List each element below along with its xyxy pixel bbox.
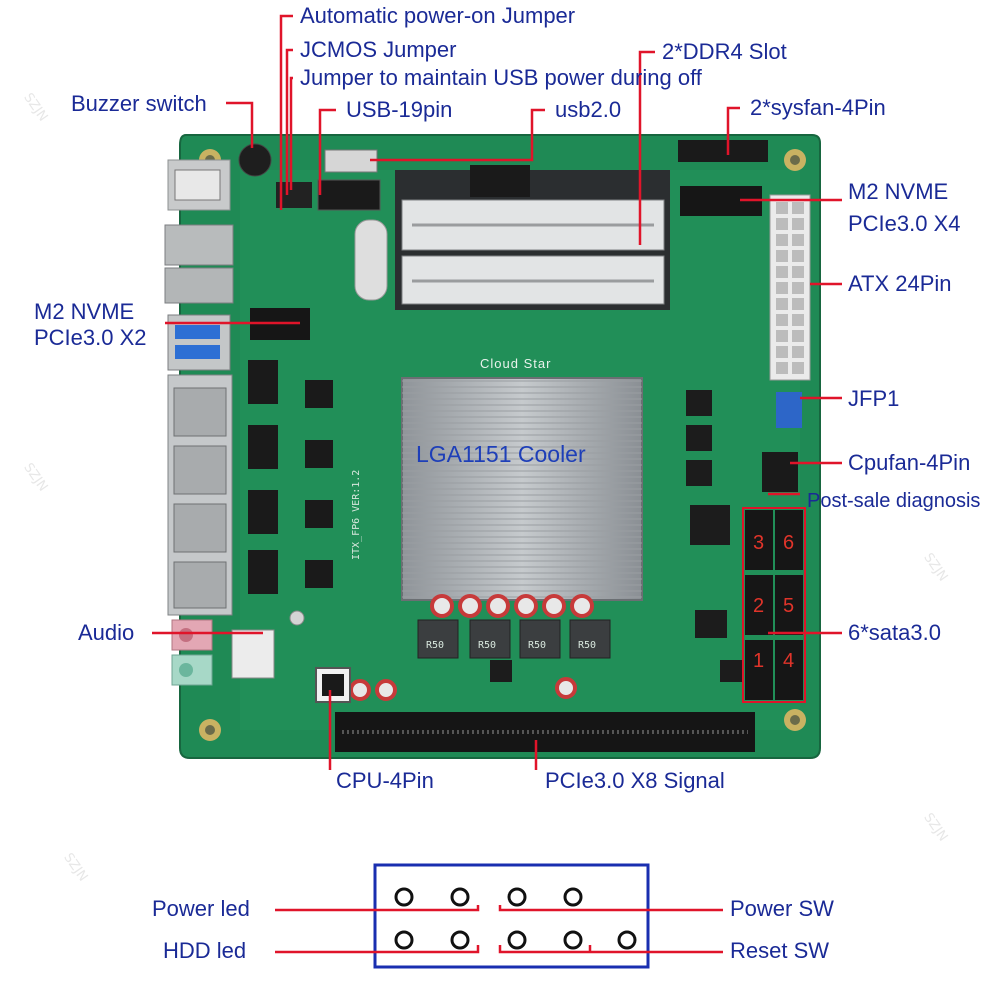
- audio-header: [231, 629, 275, 679]
- label-auto-power-on: Automatic power-on Jumper: [300, 3, 576, 28]
- label-usb20: usb2.0: [555, 97, 622, 122]
- sysfan-headers: [678, 140, 768, 162]
- ddr4-slots: [395, 165, 670, 310]
- mounting-holes: [199, 149, 806, 741]
- label-lga1151-cooler: LGA1151 Cooler: [416, 441, 586, 467]
- label-m2-x2-line1: M2 NVME: [34, 299, 135, 324]
- label-sysfan: 2*sysfan-4Pin: [750, 95, 886, 120]
- usb20-port: [324, 149, 378, 173]
- label-jfp1: JFP1: [848, 386, 900, 411]
- pin-row-bottom: [394, 930, 637, 950]
- board-brand: Cloud Star: [480, 356, 552, 371]
- label-m2-x4-line2: PCIe3.0 X4: [848, 211, 961, 236]
- sata-number-1: 1: [753, 650, 765, 672]
- label-post-sale: Post-sale diagnosis: [807, 490, 981, 512]
- choke-label-4: R50: [578, 640, 597, 651]
- usb19-header: [317, 179, 381, 211]
- label-sata: 6*sata3.0: [848, 620, 941, 645]
- label-cpu4pin: CPU-4Pin: [336, 768, 434, 793]
- choke-label-1: R50: [426, 640, 445, 651]
- label-usb19pin: USB-19pin: [346, 97, 453, 122]
- atx-pins: [776, 202, 804, 374]
- label-hdd-led: HDD led: [163, 938, 247, 963]
- jfp1-header: [776, 392, 802, 428]
- vrm-chokes: [417, 619, 611, 659]
- buzzer: [238, 143, 272, 177]
- label-ddr4: 2*DDR4 Slot: [662, 39, 787, 64]
- label-reset-sw: Reset SW: [730, 938, 830, 963]
- label-pcie-x8: PCIe3.0 X8 Signal: [545, 768, 725, 793]
- sata-ports: [745, 510, 803, 700]
- network-chips: [248, 360, 333, 594]
- pin-row-top: [394, 887, 583, 907]
- label-jcmos: JCMOS Jumper: [300, 37, 457, 62]
- label-atx24pin: ATX 24Pin: [848, 271, 952, 296]
- sata-number-3: 3: [753, 532, 765, 554]
- label-power-sw: Power SW: [730, 896, 834, 921]
- lga1151-cooler: [401, 377, 643, 601]
- cpufan-header: [762, 452, 798, 492]
- rear-io-panel: [164, 159, 234, 686]
- label-m2-x4-line1: M2 NVME: [848, 179, 949, 204]
- sata-number-2: 2: [753, 595, 765, 617]
- label-power-led: Power led: [152, 896, 250, 921]
- sata-number-6: 6: [783, 532, 795, 554]
- pinout-lines: [275, 905, 723, 954]
- sata-number-4: 4: [783, 650, 795, 672]
- choke-label-3: R50: [528, 640, 547, 651]
- sata-highlight: [742, 507, 806, 703]
- cmos-battery-holder: [354, 219, 388, 301]
- label-cpufan: Cpufan-4Pin: [848, 450, 971, 475]
- misc-ics: [490, 390, 742, 682]
- label-buzzer-switch: Buzzer switch: [71, 91, 207, 116]
- label-usb-power: Jumper to maintain USB power during off: [300, 65, 702, 90]
- cpu-4pin-connector: [315, 667, 351, 703]
- label-audio: Audio: [78, 620, 135, 645]
- cpu-4pin-socket: [322, 674, 344, 696]
- choke-label-2: R50: [478, 640, 497, 651]
- pcie-x8-slot: [335, 712, 755, 752]
- sata-number-5: 5: [783, 595, 795, 617]
- label-m2-x2-line2: PCIe3.0 X2: [34, 325, 147, 350]
- board-model: ITX_FP6 VER:1.2: [351, 469, 362, 560]
- vrm-capacitors: [349, 594, 594, 701]
- callout-lines: [152, 14, 842, 770]
- front-panel-pinout: [275, 863, 723, 969]
